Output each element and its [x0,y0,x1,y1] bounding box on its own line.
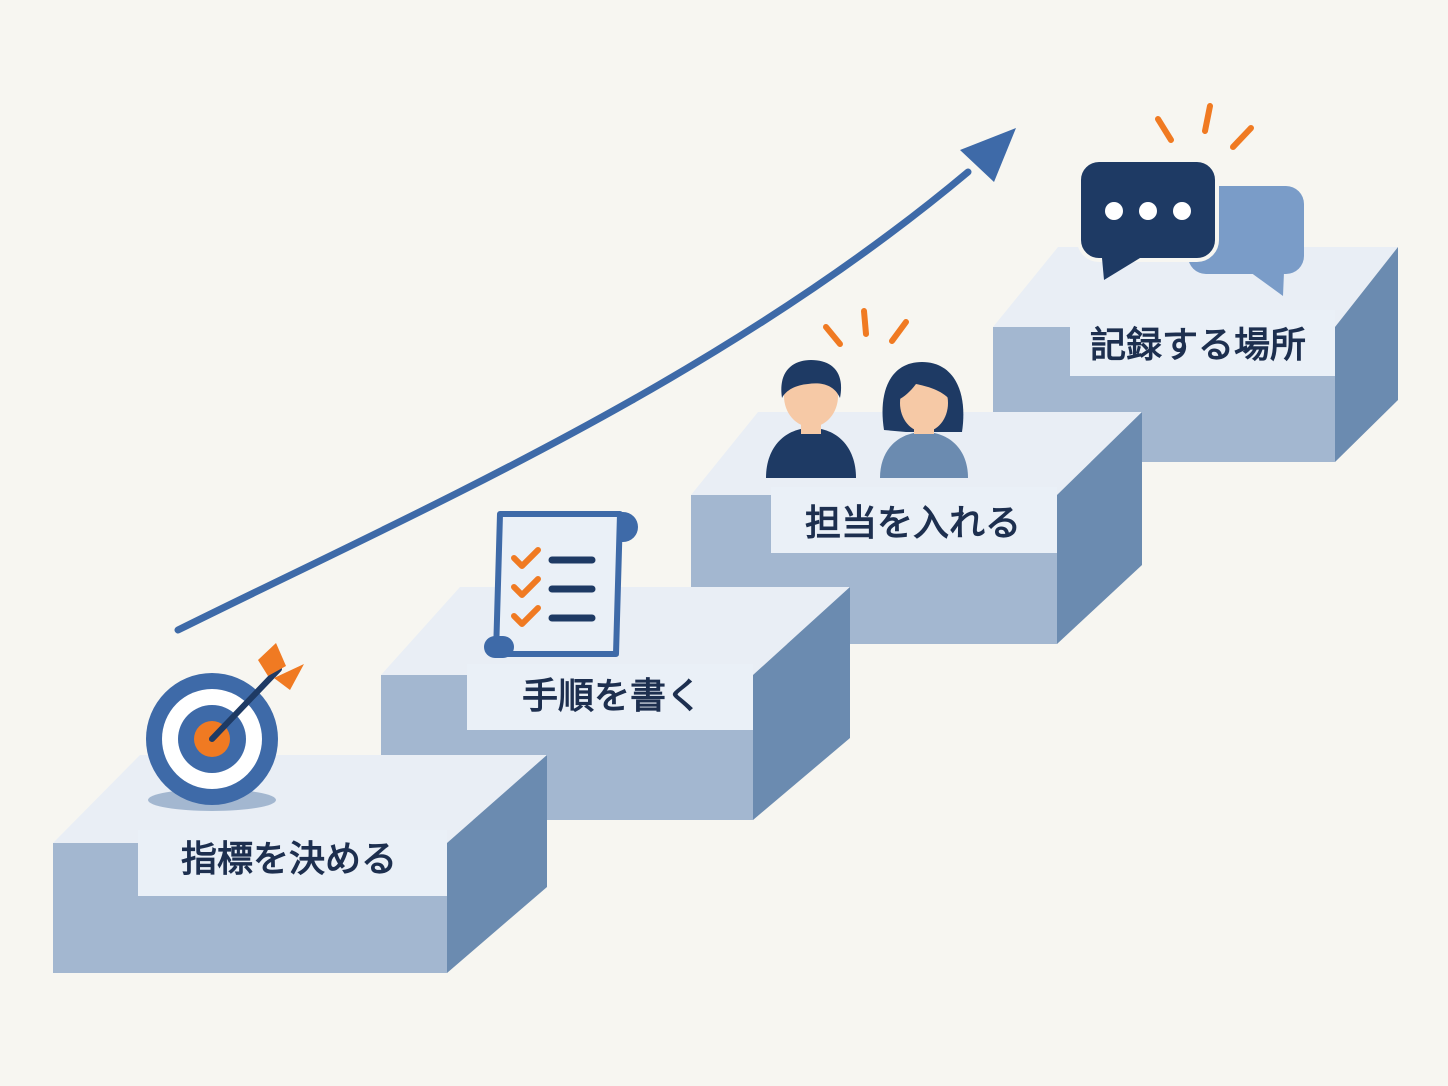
people-icon [766,308,968,478]
step-4-label-panel [1070,310,1335,376]
step-4-label: 記録する場所 [1090,325,1306,366]
checklist-document-icon [484,511,638,658]
upward-trend-arrow [174,128,1016,634]
chat-bubbles-icon [1077,103,1304,296]
step-2-label-panel [467,664,753,730]
step-2-label: 手順を書く [522,676,702,717]
target-icon [146,643,304,811]
step-3-label: 担当を入れる [805,503,1021,544]
step-1-label-panel [138,830,447,896]
step-1-block: 指標を決める [53,755,547,973]
step-1-label: 指標を決める [181,839,397,880]
step-3-label-panel [771,487,1057,553]
